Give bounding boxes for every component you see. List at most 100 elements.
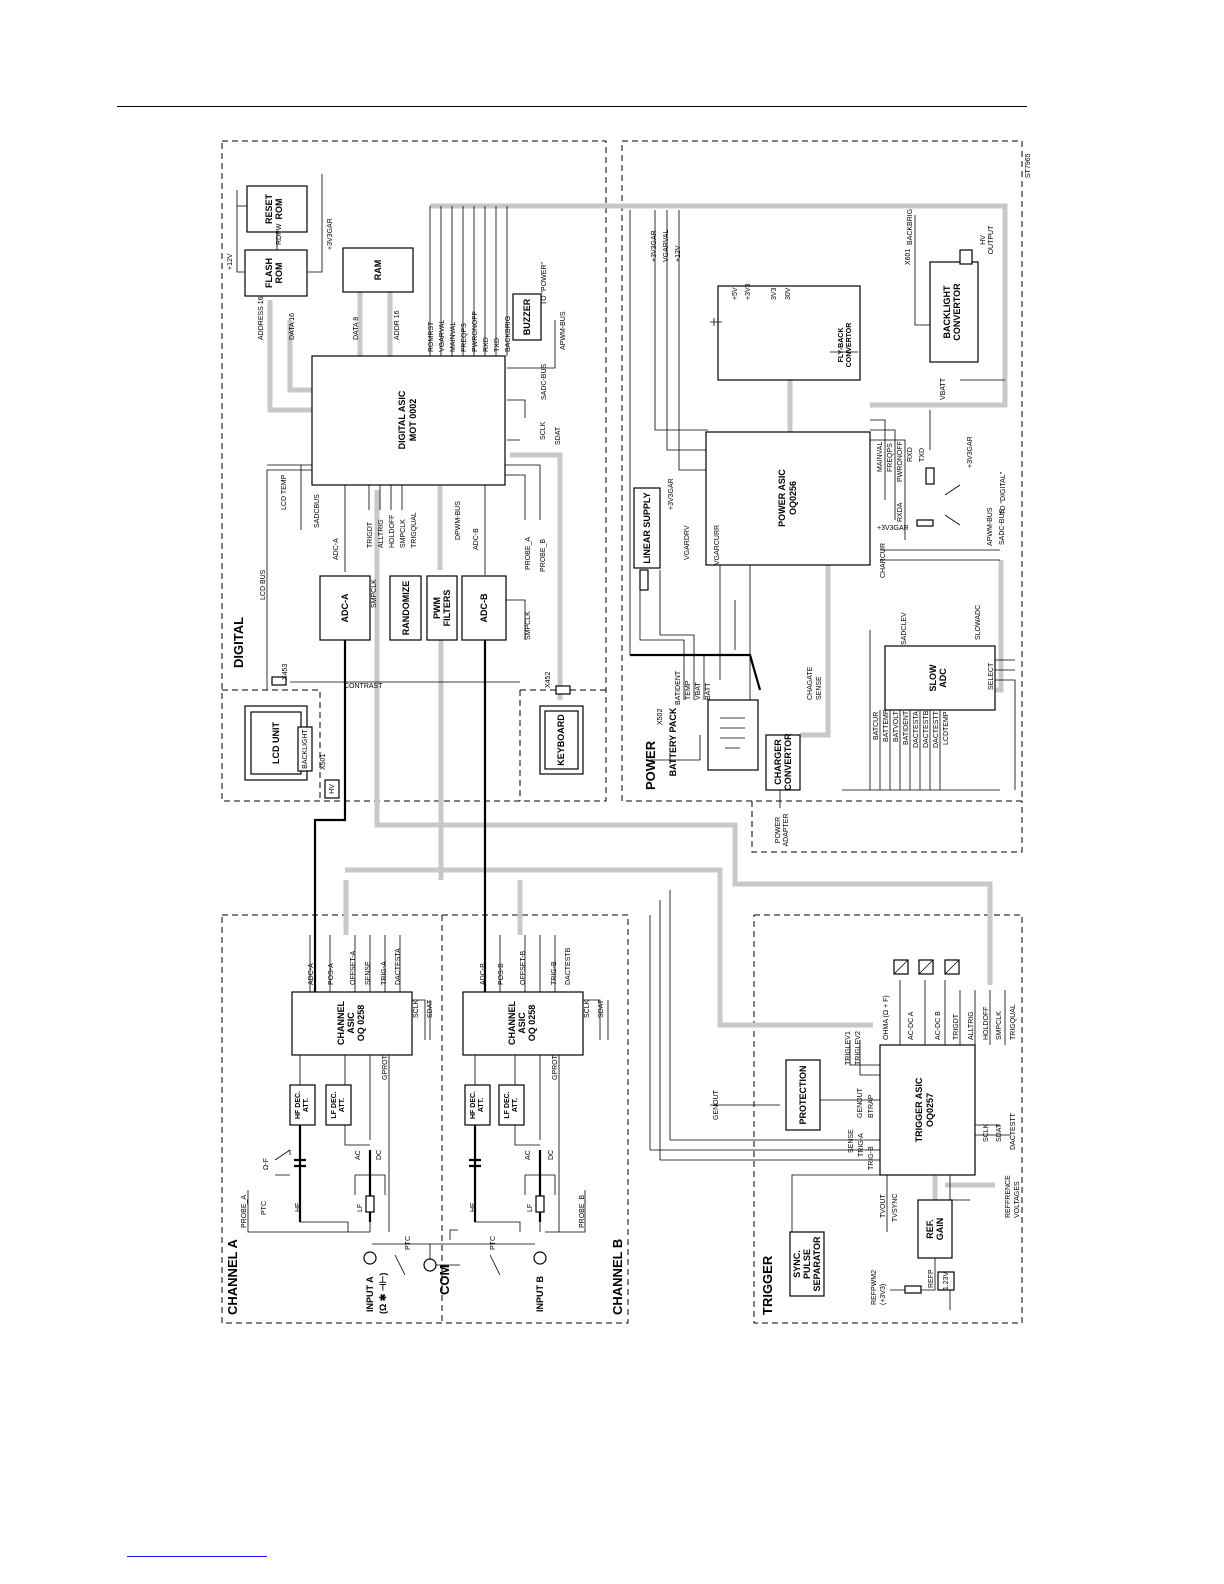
channel-asic-b-box — [462, 991, 584, 1056]
label-blocks-ram: RAM — [373, 260, 383, 281]
label-signals-chan_b_top-1: POS-B — [498, 963, 505, 985]
lcd-unit-inner — [250, 711, 302, 775]
diagram-part-31 — [344, 485, 403, 572]
label-signals-to_digital: TO "DIGITAL" — [1000, 471, 1007, 515]
label-signals-x452: X452 — [545, 672, 552, 688]
diagram-part-128 — [354, 1174, 556, 1195]
label-blocks-power_asic-0: POWER ASIC — [777, 469, 787, 527]
label-signals-genout: GENOUT — [713, 1089, 720, 1120]
diagram-part-46 — [309, 935, 401, 992]
label-signals-slow_adc_in-4: DACTESTA — [913, 711, 920, 748]
diagram-part-11 — [287, 320, 312, 393]
diagram-part-124 — [944, 484, 961, 526]
label-signals-trig_group-4: TRIGQUAL — [411, 512, 418, 548]
label-signals-chan_a_top-1: POS-A — [328, 963, 335, 985]
label-signals-gprot: GPROT — [552, 1054, 559, 1080]
label-blocks-lf_dec-0: LF DEC. — [504, 1091, 511, 1118]
label-signals-trigger_top-2: OHMA (Ω + F) — [883, 995, 890, 1040]
diagram-part-174: POWERADAPTER — [775, 813, 790, 846]
footer-link-rule — [127, 1556, 267, 1557]
resistor-txd — [925, 467, 935, 485]
label-signals-probe_b: PROBE_B — [579, 1195, 586, 1228]
pwm-filters-box — [426, 575, 458, 641]
label-signals-reference-0: REFFRENCE — [1005, 1175, 1012, 1218]
label-sections-digital: DIGITAL — [231, 617, 246, 668]
diagram-part-181: CHANNELASICOQ 0258 — [507, 1000, 537, 1045]
label-signals-power_asic_right-2: PWRONOFF — [897, 441, 904, 482]
label-signals-sadc_bus: SADC-BUS — [541, 363, 548, 400]
label-signals-adc_a_sig: ADC-A — [333, 538, 340, 560]
channel-section-border — [221, 914, 629, 1324]
label-signals-refp: REFP — [928, 1269, 935, 1288]
label-signals-smpclk: SMPCLK — [525, 611, 532, 640]
label-blocks-pwm_filters-0: PWM — [432, 597, 442, 619]
label-signals-chan_a_top-4: TRIG-A — [381, 961, 388, 985]
diagram-part-10 — [267, 300, 312, 413]
label-signals-power_asic_right-1: FREQPS — [887, 443, 894, 472]
label-signals-to_power: TO "POWER" — [541, 262, 548, 305]
diagram-part-54 — [474, 1150, 541, 1232]
label-blocks-protection: PROTECTION — [798, 1065, 808, 1124]
diagram-part-120 — [533, 1251, 547, 1265]
connectors — [271, 318, 961, 1272]
diagram-part-133: RESETROM — [264, 193, 284, 224]
label-signals-chan_a_top-2: OFFSET-A — [350, 950, 357, 985]
label-signals-v3v3gar3: +3V3GAR — [877, 525, 909, 532]
label-blocks-power_adapter-1: ADAPTER — [783, 813, 790, 846]
label-signals-charcur: CHARCUR — [880, 543, 887, 578]
label-blocks-sync_sep-0: SYNC. — [792, 1250, 802, 1278]
label-signals-battery-0: BATIDENT — [675, 670, 682, 705]
label-signals-tvout: TVOUT — [880, 1194, 887, 1218]
randomize-box — [389, 575, 422, 641]
label-signals-chan_b_top-0: ADC-B — [480, 963, 487, 985]
label-signals-hf: HF — [470, 1203, 477, 1212]
label-blocks-adc_b: ADC-B — [479, 593, 489, 622]
label-doc-figure_id: ST7965 — [1025, 153, 1032, 178]
power-asic-box — [705, 431, 871, 566]
diagram-part-41 — [929, 379, 1005, 450]
label-signals-vgarcurr: VGARCURR — [714, 525, 721, 565]
diagram-part-36 — [654, 210, 708, 471]
diagram-part-55 — [247, 1190, 586, 1233]
label-blocks-channel_asic_a-0: CHANNEL — [336, 1000, 346, 1045]
diagram-part-26 — [276, 174, 323, 273]
resistor-rxda — [916, 519, 934, 527]
power-section-border — [621, 140, 1023, 802]
label-signals-sadcbus: SADCBUS — [314, 494, 321, 528]
diagram-part-167: SLOWADC — [928, 664, 948, 692]
label-signals-data8: DATA 8 — [353, 317, 360, 340]
diagram-part-9 — [430, 203, 1008, 408]
label-signals-slow_adc_in-1: BATTEMP — [883, 709, 890, 742]
flash-rom-box — [244, 249, 308, 297]
label-signals-chan_b_top-3: TRIG-B — [551, 961, 558, 985]
diagram-part-45 — [779, 789, 1000, 808]
label-signals-adc_b_sig: ADC-B — [473, 528, 480, 550]
label-blocks-ref_gain-1: GAIN — [935, 1218, 945, 1241]
label-signals-power_top-1: VGARVAL — [663, 229, 670, 262]
label-inputs-input_b: INPUT B — [535, 1275, 545, 1312]
label-blocks-flyback-0: FLY-BACK — [838, 328, 845, 363]
label-signals-vbatt: VBATT — [940, 377, 947, 400]
label-sections-power: POWER — [643, 740, 658, 790]
diagram-part-164: POWER ASICOQ0256 — [777, 469, 798, 527]
label-signals-trigger_right-1: SDAT — [996, 1123, 1003, 1142]
label-blocks-channel_asic_b-2: OQ 0258 — [527, 1005, 537, 1042]
diagram-part-355: REFPWM2(+3V3) — [871, 1270, 887, 1305]
signal-labels: ROMRST VGARVAL MAINVAL FREQPS PWRONOFF R… — [227, 209, 1021, 1305]
diagram-part-44 — [995, 659, 1016, 790]
label-blocks-trigger_asic-0: TRIGGER ASIC — [914, 1077, 924, 1142]
label-signals-digital_top-3: FREQPS — [461, 323, 468, 352]
label-blocks-lf_dec-0: LF DEC. — [331, 1091, 338, 1118]
label-sections-channel_a: CHANNEL A — [225, 1239, 240, 1315]
label-signals-flyback_out-1: +3V3 — [745, 283, 752, 300]
label-blocks-slow_adc-1: ADC — [938, 668, 948, 688]
label-blocks-charger-1: CONVERTOR — [783, 733, 793, 791]
diagram-part-59 — [849, 1040, 880, 1076]
label-signals-ptc: PTC — [405, 1236, 412, 1250]
label-signals-sadclev: SADCLEV — [901, 612, 908, 645]
label-signals-power_top-0: +3V3GAR — [651, 230, 658, 262]
label-signals-ac: AC — [525, 1150, 532, 1160]
label-signals-probe_b: PROBE_B — [540, 539, 547, 572]
